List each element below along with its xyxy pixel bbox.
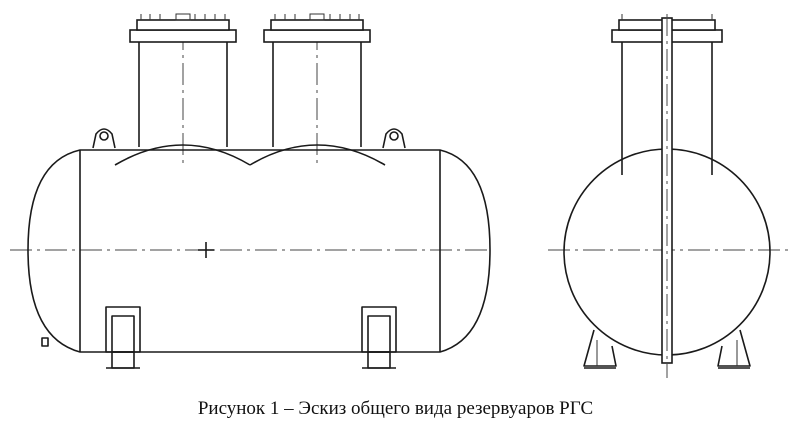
neck-1-flange [129,29,237,43]
end-support-right [717,329,751,369]
tank-sketch [10,13,790,378]
saddle-1 [114,144,251,166]
end-support-left [583,329,617,369]
saddle-2 [249,144,386,166]
lifting-lug-right [382,128,406,149]
neck-1 [129,13,237,147]
neck-2-flange [263,29,371,43]
neck-2 [263,13,371,147]
lifting-lug-left [92,128,116,149]
figure-caption: Рисунок 1 – Эскиз общего вида резервуаро… [197,398,594,419]
center-mark [198,242,214,258]
support-left [105,306,141,369]
end-view [548,14,790,378]
support-right [361,306,397,369]
tank-body [27,149,491,353]
side-view [10,13,491,369]
drain-fitting [41,337,49,347]
